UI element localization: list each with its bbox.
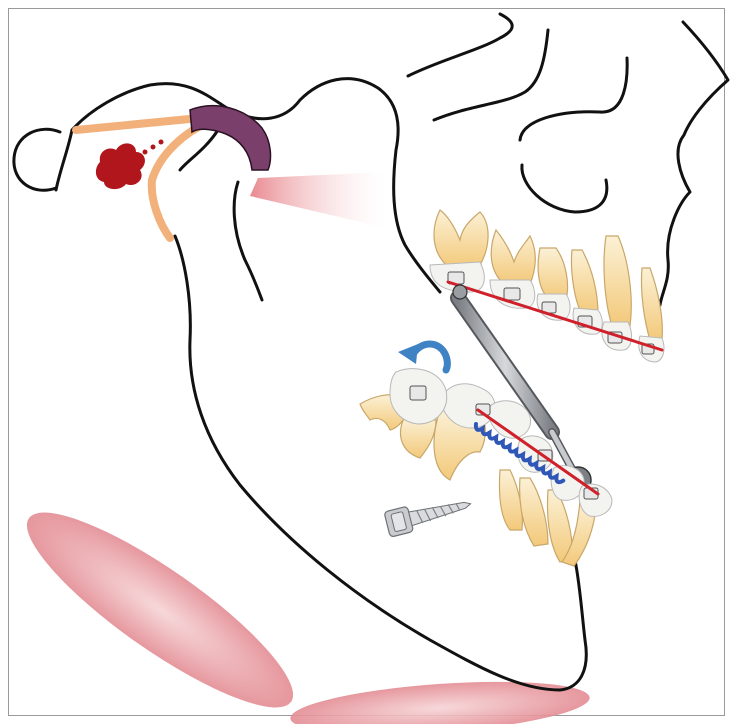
suprahyoid-muscle xyxy=(6,485,591,724)
upper-dentition xyxy=(430,210,664,362)
masseter-muscle xyxy=(250,172,386,228)
ear-outline xyxy=(14,129,60,190)
rotation-arrow xyxy=(398,344,448,370)
tmj-disc xyxy=(190,106,270,170)
mini-implant xyxy=(384,491,474,537)
